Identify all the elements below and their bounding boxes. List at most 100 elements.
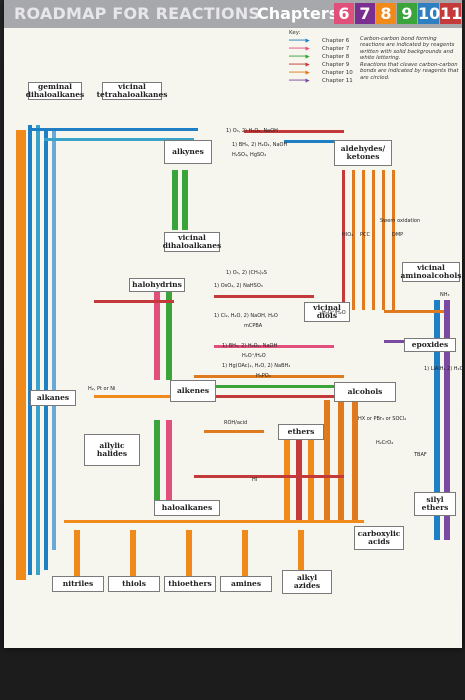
ether-line xyxy=(204,430,264,433)
reagent-periodic-acid: HIO₄ xyxy=(342,232,354,238)
thioether-stripe xyxy=(186,530,192,580)
bottom-orange-line xyxy=(64,520,364,523)
key-line-ch9: ━━━━━▶ xyxy=(289,62,310,68)
node-nitriles: nitriles xyxy=(52,576,104,592)
alkane-alkene-line xyxy=(94,395,174,398)
key-line-ch8: ━━━━━▶ xyxy=(289,54,310,60)
node-thiols: thiols xyxy=(108,576,160,592)
alkene-alcohol-line-3 xyxy=(194,375,344,378)
key-chapter-8: Chapter 8 xyxy=(322,54,350,60)
diol-line xyxy=(214,295,314,298)
azide-stripe xyxy=(298,530,304,580)
diol-right-line xyxy=(384,310,444,313)
alkyne-to-aldehyde-line xyxy=(284,140,344,143)
node-epoxides: epoxides xyxy=(404,338,456,352)
right-stripe-2 xyxy=(352,170,355,310)
reagent-mercuric-hydration: H₂SO₄, HgSO₄ xyxy=(232,152,267,158)
node-vicinal-dihaloalkanes: vicinal dihaloalkanes xyxy=(162,232,222,252)
reagent-acid-hydration: H₂O⁺/H₂O xyxy=(242,353,266,359)
key-label: Key: xyxy=(289,30,301,36)
alkene-stripe-pink xyxy=(154,290,160,380)
alcohol-stripe-4 xyxy=(324,400,330,520)
reagent-ozonolysis-dms: 1) O₃, 2) (CH₃)₂S xyxy=(226,270,267,276)
key-line-ch6: ━━━━━▶ xyxy=(289,38,310,44)
alcohol-stripe-6 xyxy=(352,400,358,520)
key-chapter-9: Chapter 9 xyxy=(322,62,350,68)
alkene-alcohol-line-1 xyxy=(194,395,344,398)
alcohol-stripe-2 xyxy=(296,440,302,520)
node-alkynes: alkynes xyxy=(164,140,212,164)
epoxide-line xyxy=(214,345,334,348)
alkene-alcohol-line-2 xyxy=(194,385,344,388)
reagent-epoxide-opening: H₃O⁺/H₂O xyxy=(322,310,346,316)
key-note-bond-cleaving: Reactions that cleave carbon-carbon bond… xyxy=(360,62,459,81)
left-stripe-cyan xyxy=(36,125,40,575)
node-silyl-ethers: silyl ethers xyxy=(414,492,456,516)
reagent-phosphoric-acid: H₃PO₄ xyxy=(256,373,271,379)
key-note-bond-forming: Carbon-carbon bond forming reactions are… xyxy=(360,36,455,62)
key-line-ch11: ━━━━━▶ xyxy=(289,78,310,84)
key-chapter-11: Chapter 11 xyxy=(322,78,353,84)
reagent-ammonia: NH₃ xyxy=(440,292,450,298)
reaction-arrows xyxy=(16,125,450,580)
node-amines: amines xyxy=(220,576,272,592)
node-alcohols: alcohols xyxy=(334,382,396,402)
key-chapter-10: Chapter 10 xyxy=(322,70,353,76)
alkene-haloalkane-stripe xyxy=(154,420,160,500)
amine-stripe xyxy=(242,530,248,580)
alkyne-stripe-green-2 xyxy=(182,170,188,230)
left-stripe-blue-2 xyxy=(44,130,48,570)
node-allylic-halides: allylic halides xyxy=(84,434,140,466)
right-stripe-purple xyxy=(444,300,450,540)
node-halohydrins: halohydrins xyxy=(129,278,185,292)
reagent-hydroboration-alkene: 1) BH₃, 2) H₂O₂, NaOH xyxy=(222,343,278,349)
node-alkenes: alkenes xyxy=(170,380,216,402)
reagent-halogenation: HX or PBr₃ or SOCl₂ xyxy=(358,416,407,422)
roadmap-page: ROADMAP FOR REACTIONS Chapters 6 7 8 9 1… xyxy=(4,0,464,648)
chapter-6-badge: 6 xyxy=(334,3,354,24)
node-vicinal-aminoalcohols: vicinal aminoalcohols xyxy=(400,262,462,282)
node-alkanes: alkanes xyxy=(30,390,76,406)
node-thioethers: thioethers xyxy=(164,576,216,592)
top-line-1 xyxy=(28,128,198,131)
nitrile-stripe xyxy=(74,530,80,580)
chapter-7-badge: 7 xyxy=(355,3,375,24)
reagent-tbaf: TBAF xyxy=(414,452,427,458)
chapter-8-badge: 8 xyxy=(376,3,396,24)
thiol-stripe xyxy=(130,530,136,580)
key-line-ch10: ━━━━━▶ xyxy=(289,70,310,76)
reagent-mcpba: mCPBA xyxy=(244,323,263,329)
node-aldehydes-ketones: aldehydes/ ketones xyxy=(334,140,392,166)
reagent-swern: Swern oxidation xyxy=(380,218,421,224)
alcohol-stripe-1 xyxy=(284,440,290,520)
left-stripe-blue xyxy=(28,125,32,575)
title-bar: ROADMAP FOR REACTIONS Chapters 6 7 8 9 1… xyxy=(4,0,462,28)
reagent-lialh4: 1) LiAlH₄ 2) H₂O xyxy=(424,366,464,372)
key-line-ch7: ━━━━━▶ xyxy=(289,46,310,52)
key-chapter-6: Chapter 6 xyxy=(322,38,350,44)
right-stripe-blue xyxy=(434,300,440,540)
roadmap-title: ROADMAP FOR REACTIONS xyxy=(14,4,261,23)
reagent-osmium-tetroxide: 1) OsO₄, 2) NaHSO₃ xyxy=(214,283,263,289)
left-stripe-orange xyxy=(16,130,26,580)
alcohol-stripe-3 xyxy=(308,440,314,520)
node-haloalkanes: haloalkanes xyxy=(154,500,220,516)
reagent-ozonolysis-peroxide: 1) O₃, 2) H₂O₂, NaOH xyxy=(226,128,278,134)
reagent-roh-acid: ROH/acid xyxy=(224,420,248,426)
node-vicinal-tetrahaloalkanes: vicinal tetrahaloalkanes xyxy=(96,82,168,100)
right-stripe-6 xyxy=(392,170,395,310)
right-stripe-3 xyxy=(362,170,365,310)
reagent-chromic-acid: H₂CrO₄ xyxy=(376,440,394,446)
alkene-stripe-green xyxy=(166,290,172,380)
right-stripe-1 xyxy=(342,170,345,310)
reagent-pcc: PCC xyxy=(360,232,370,238)
top-line-2 xyxy=(44,138,194,141)
chapter-9-badge: 9 xyxy=(397,3,417,24)
halohydrin-line xyxy=(94,300,174,303)
reagent-oxymercuration: 1) Hg(OAc)₂, H₂O, 2) NaBH₄ xyxy=(222,363,291,369)
key-chapter-7: Chapter 7 xyxy=(322,46,350,52)
node-carboxylic-acids: carboxylic acids xyxy=(354,526,404,550)
right-stripe-4 xyxy=(372,170,375,310)
reagent-dmp: DMP xyxy=(392,232,404,238)
